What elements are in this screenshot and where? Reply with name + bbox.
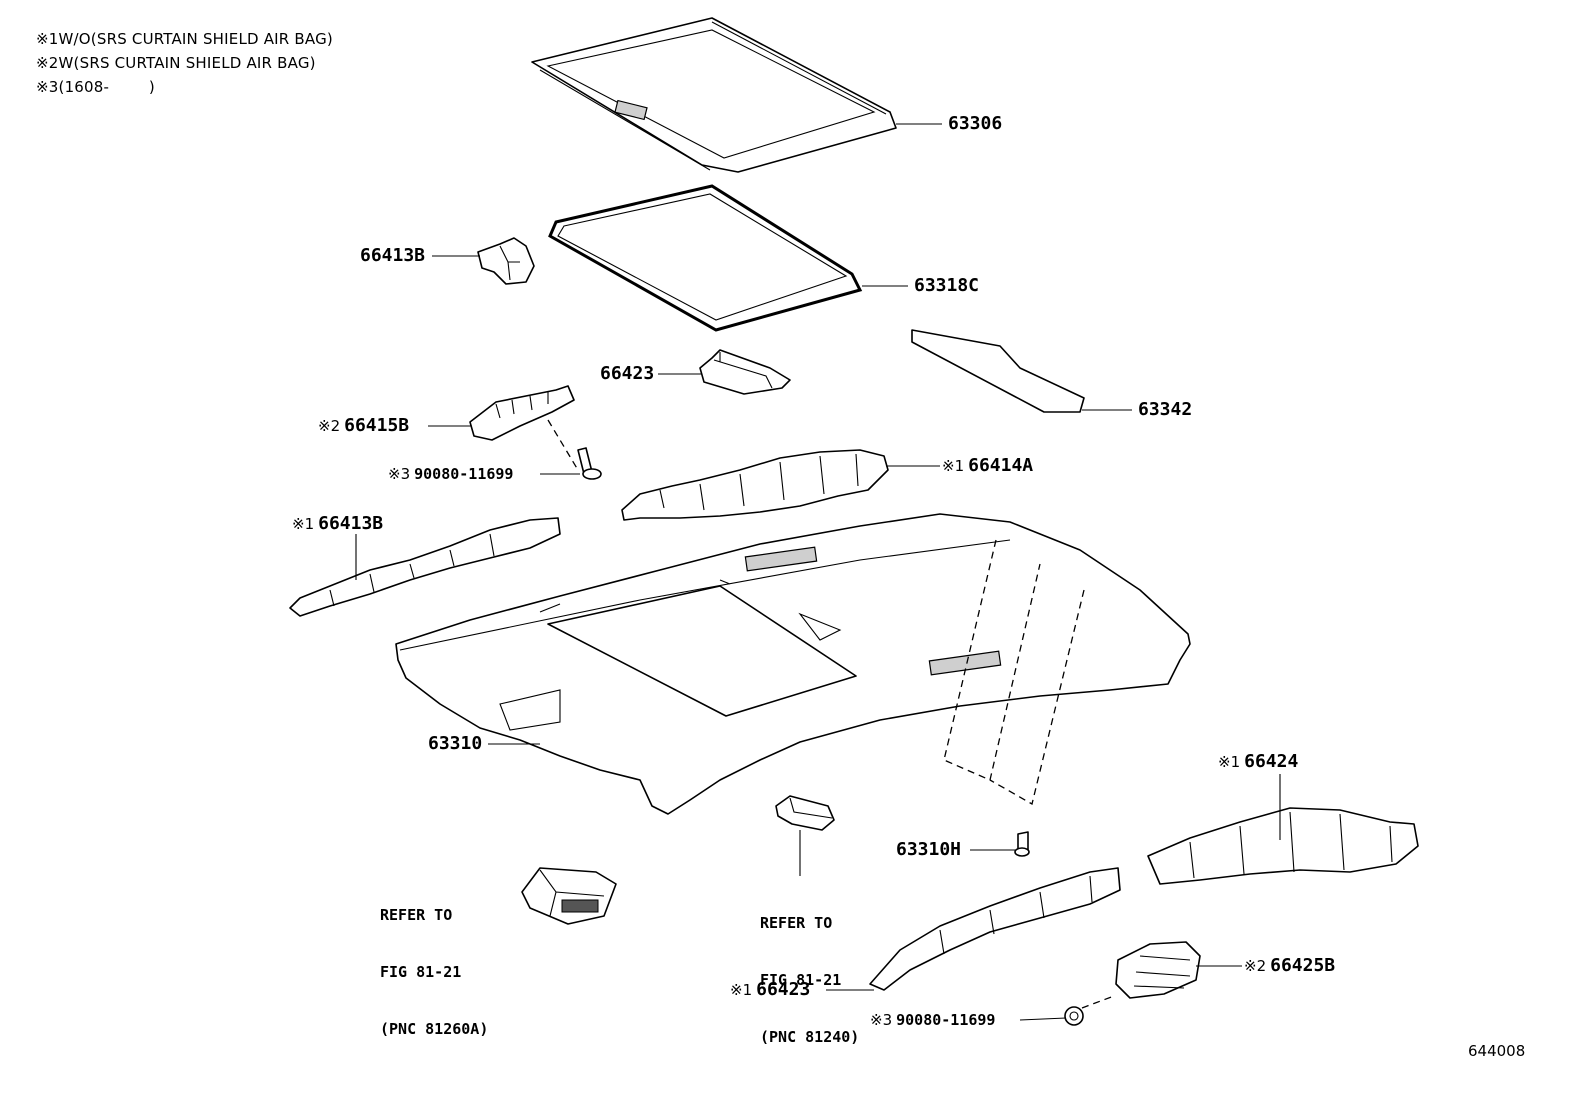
clip-66423-drawing [699,349,791,395]
sunshade-drawing [531,17,897,173]
note-1: ※1W/O(SRS CURTAIN SHIELD AIR BAG) [36,30,333,48]
reference-line: (PNC 81260A) [380,1020,489,1038]
clip-66413b-drawing [477,237,535,285]
screw-63310h-drawing [1014,831,1030,857]
label-66413b-top[interactable]: 66413B [360,245,426,266]
reference-line: FIG 81-21 [760,971,842,989]
panel-63342-drawing [911,329,1085,413]
clip-bottom-drawing [1064,1006,1084,1026]
figure-number: 644008 [1468,1042,1526,1060]
label-63306[interactable]: 63306 [948,113,1003,134]
screw-top-drawing [577,447,602,480]
bracket-66423-bottom-drawing [869,867,1121,991]
reference-line: (PNC 81240) [760,1028,860,1046]
label-63318c[interactable]: 63318C [914,275,980,296]
leader-lines [355,123,1281,1021]
reference-81260a[interactable]: REFER TO FIG 81-21 (PNC 81260A) [380,868,488,1058]
lamp-81240-drawing [775,795,835,831]
note-3: ※3(1608- ) [36,78,155,96]
label-63342[interactable]: 63342 [1138,399,1193,420]
reference-81240[interactable]: REFER TO FIG 81-21 (PNC 81240) [760,876,859,1066]
bracket-66424-drawing [1147,807,1419,885]
reference-line: REFER TO [380,906,453,924]
note-2: ※2W(SRS CURTAIN SHIELD AIR BAG) [36,54,316,72]
bracket-66414a-drawing [621,449,889,521]
bracket-66415b-drawing [469,385,579,471]
lamp-81260a-drawing [521,867,617,925]
reference-line: FIG 81-21 [380,963,462,981]
bracket-66413b-side-drawing [289,517,561,617]
label-66423-top[interactable]: 66423 [600,363,655,384]
label-63310[interactable]: 63310 [428,733,483,754]
weatherstrip-drawing [548,184,863,332]
label-63310h[interactable]: 63310H [896,839,962,860]
headliner-drawing [395,513,1191,815]
reference-line: REFER TO [760,914,833,932]
bracket-66425b-drawing [1081,941,1201,1009]
